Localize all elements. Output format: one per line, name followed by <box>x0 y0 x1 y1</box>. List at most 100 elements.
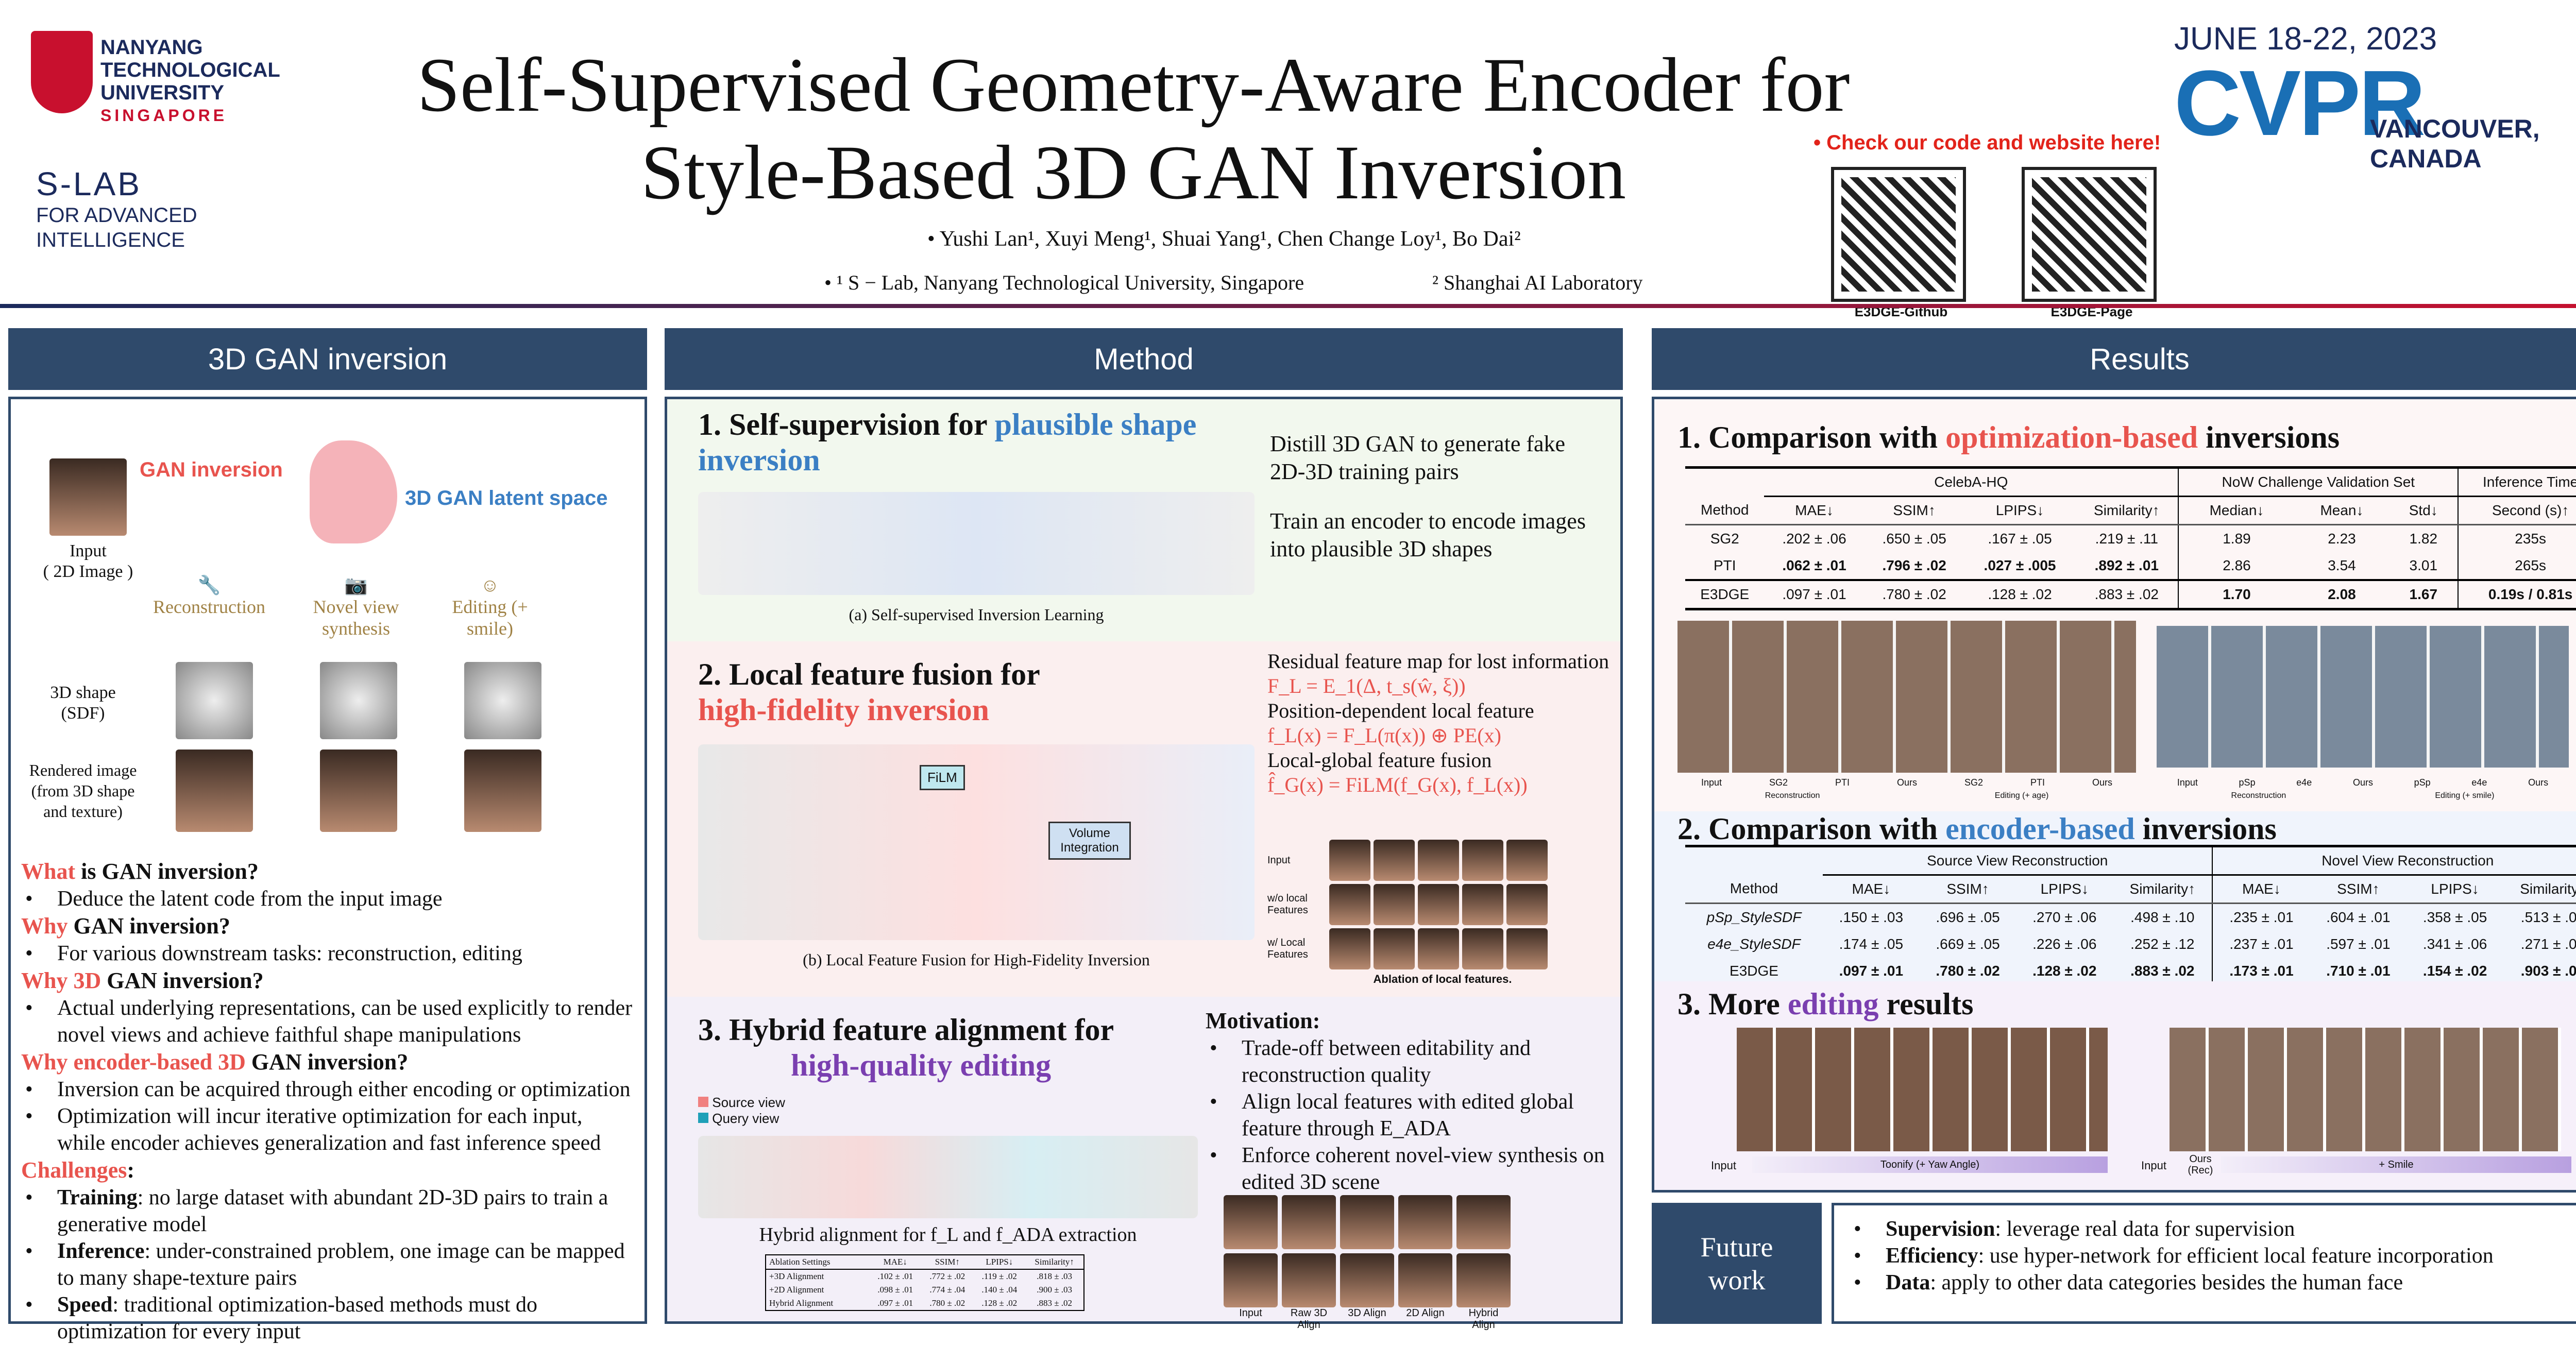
answer: Actual underlying representations, can b… <box>21 995 634 1048</box>
title-part: 3. More <box>1677 987 1788 1021</box>
column-header: LPIPS↓ <box>1995 502 2044 518</box>
slab-logo: S-LAB FOR ADVANCED INTELLIGENCE <box>36 165 197 252</box>
q-key: Why <box>21 913 68 939</box>
future-key: Data <box>1886 1271 1930 1295</box>
value-cell: .219 ± .11 <box>2095 531 2158 547</box>
col-label: Input <box>1239 1307 1262 1319</box>
value-cell: 1.82 <box>2409 531 2438 547</box>
affiliation-2: ² Shanghai AI Laboratory <box>1432 271 1643 294</box>
value-cell: .167 ± .05 <box>1988 531 2052 547</box>
title-highlight: editing <box>1787 987 1879 1021</box>
col-label: 3D Align <box>1348 1307 1386 1319</box>
column-header: Mean↓ <box>2320 502 2364 518</box>
wrench-icon: 🔧 <box>197 575 221 595</box>
q-rest: GAN inversion? <box>245 1049 409 1075</box>
legend: Source view Query view <box>698 1095 785 1127</box>
ntu-crest-icon <box>31 31 93 113</box>
col-label: Input <box>2177 777 2198 788</box>
ntu-line: SINGAPORE <box>100 106 228 125</box>
q-rest: is GAN inversion? <box>75 859 259 884</box>
value-cell: .150 ± .03 <box>1839 909 1904 925</box>
answer: Optimization will incur iterative optimi… <box>21 1103 634 1156</box>
formula: f_L(x) = F_L(π(x)) ⊕ PE(x) <box>1267 724 1501 747</box>
value-cell: 1.67 <box>2409 586 2438 602</box>
film-block: FiLM <box>920 765 965 790</box>
col-label: Input <box>1701 777 1722 788</box>
qr-code-icon[interactable] <box>2022 167 2157 302</box>
title-part: 2. Comparison with <box>1677 812 1946 846</box>
toonify-arrow: Toonify (+ Yaw Angle) <box>1752 1156 2108 1173</box>
column-header: Method <box>1730 880 1778 897</box>
value-cell: 235s <box>2458 524 2576 552</box>
value-cell: .027 ± .005 <box>1984 557 2056 573</box>
results-1-title: 1. Comparison with optimization-based in… <box>1677 420 2340 455</box>
value-cell: .650 ± .05 <box>1882 531 1946 547</box>
challenge-key: Inference <box>57 1239 145 1263</box>
challenge: Inference: under-constrained problem, on… <box>21 1238 634 1291</box>
motivation-item: Enforce coherent novel-view synthesis on… <box>1206 1142 1618 1196</box>
value-cell: .271 ± .06 <box>2520 936 2576 952</box>
title-line: Self-Supervised Geometry-Aware Encoder f… <box>417 42 1850 128</box>
results-2-title: 2. Comparison with encoder-based inversi… <box>1677 811 2277 847</box>
section-1-text: Train an encoder to encode images into p… <box>1270 508 1586 561</box>
title-highlight: high-quality editing <box>791 1048 1052 1082</box>
value-cell: .226 ± .06 <box>2032 936 2097 952</box>
sub-label: Editing (+ age) <box>1994 791 2049 800</box>
formula: F_L = E_1(Δ, t_s(ŵ, ξ)) <box>1267 674 1466 697</box>
figure-caption: Hybrid alignment for f_L and f_ADA extra… <box>759 1224 1137 1246</box>
column-header: MAE↓ <box>1795 502 1834 518</box>
challenge-text: : traditional optimization-based methods… <box>57 1293 538 1343</box>
title-line: Style-Based 3D GAN Inversion <box>640 130 1626 215</box>
input-label: Input <box>2141 1159 2166 1172</box>
qr-github[interactable]: E3DGE-Github <box>1831 167 1978 320</box>
row-label: w/o local Features <box>1267 893 1308 916</box>
inversion-diagram: Input ( 2D Image ) GAN inversion 3D GAN … <box>21 410 634 858</box>
qr-page[interactable]: E3DGE-Page <box>2022 167 2169 320</box>
column-header: SSIM↑ <box>1946 881 1989 897</box>
gan-inversion-label: GAN inversion <box>140 458 283 481</box>
value-cell: .173 ± .01 <box>2212 958 2310 986</box>
novel-view-label: Novel view synthesis <box>313 597 399 639</box>
challenge-text: : no large dataset with abundant 2D-3D p… <box>57 1186 608 1236</box>
qr-code-icon[interactable] <box>1831 167 1966 302</box>
section-3-title: 3. Hybrid feature alignment for high-qua… <box>698 1012 1198 1083</box>
q-key: Why encoder-based 3D <box>21 1049 246 1075</box>
value-cell: 2.23 <box>2328 531 2356 547</box>
ours-label: Ours (Rec) <box>2188 1153 2213 1176</box>
note-text: Residual feature map for lost informatio… <box>1267 650 1609 673</box>
title-part: 2. Local feature fusion for <box>698 657 1040 691</box>
render-edit <box>464 750 541 832</box>
ntu-line: UNIVERSITY <box>100 81 225 104</box>
column-header: SSIM↑ <box>1893 502 1936 518</box>
formula: f̂_G(x) = FiLM(f_G(x), f_L(x)) <box>1267 773 1528 796</box>
shape-label: 3D shape (SDF) <box>50 683 116 723</box>
value-cell: .883 ± .02 <box>2094 586 2159 602</box>
render-novel <box>320 750 397 832</box>
answer: Deduce the latent code from the input im… <box>21 886 634 912</box>
challenges-heading: Challenges <box>21 1157 127 1183</box>
volume-integration-block: Volume Integration <box>1048 822 1131 860</box>
col2-heading: Method <box>665 328 1623 390</box>
value-cell: .796 ± .02 <box>1882 557 1946 573</box>
sub-label: Editing (+ smile) <box>2435 791 2495 800</box>
cvpr-date: JUNE 18-22, 2023 <box>2174 21 2437 57</box>
shape-novel <box>320 662 397 739</box>
render-recon <box>176 750 253 832</box>
figure-caption: Ablation of local features. <box>1373 973 1512 985</box>
q-rest: GAN inversion? <box>101 968 264 993</box>
col-label: SG2 <box>1964 777 1983 788</box>
title-highlight: high-fidelity inversion <box>698 693 990 727</box>
value-cell: .062 ± .01 <box>1782 557 1846 573</box>
title-highlight: optimization-based <box>1945 420 2198 454</box>
col-label: PTI <box>2030 777 2045 788</box>
q-why-3d: Why 3D GAN inversion? <box>21 967 634 995</box>
value-cell: 1.89 <box>2178 524 2295 552</box>
value-cell: 0.19s / 0.81s <box>2458 580 2576 609</box>
row-label: w/ Local Features <box>1267 937 1308 960</box>
source-swatch <box>698 1097 708 1107</box>
value-cell: .128 ± .02 <box>1988 586 2052 602</box>
motivation-item: Align local features with edited global … <box>1206 1088 1618 1142</box>
future-item: Data: apply to other data categories bes… <box>1850 1269 2576 1296</box>
